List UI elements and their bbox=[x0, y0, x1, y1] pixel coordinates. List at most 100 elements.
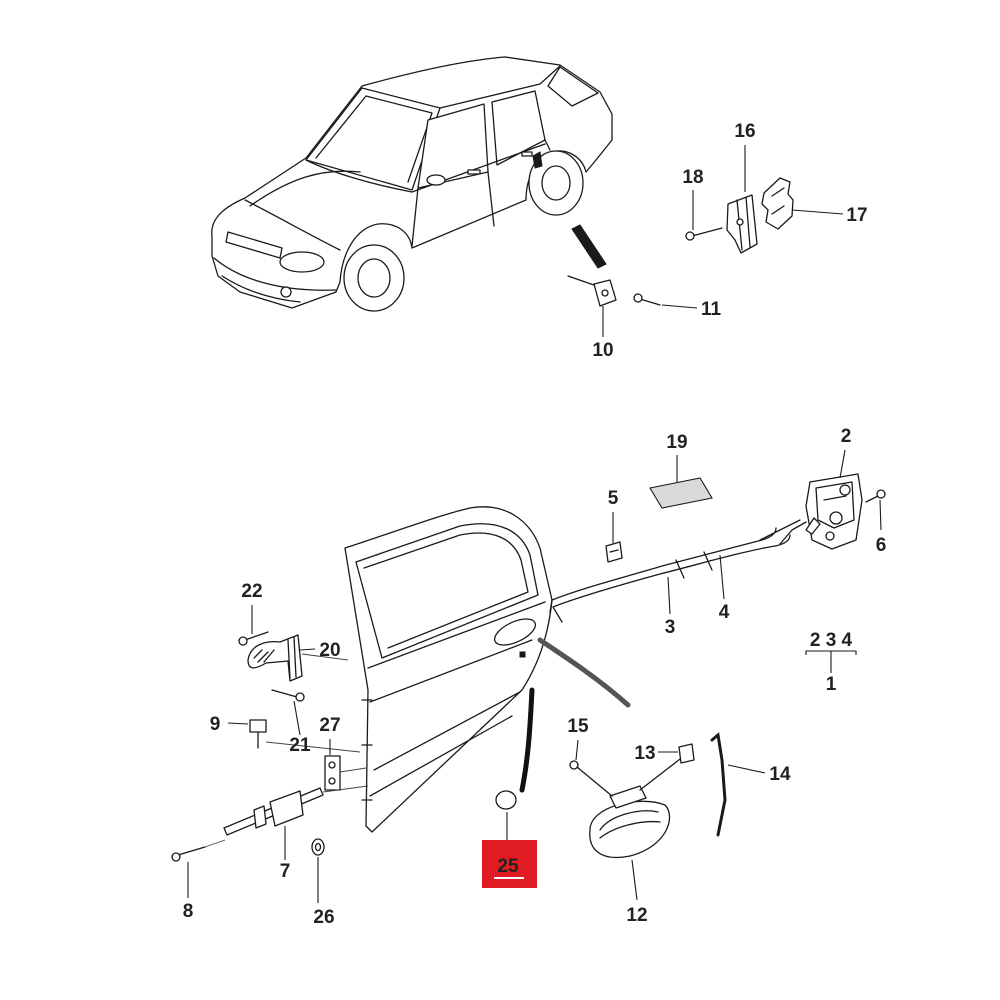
bolt-9 bbox=[249, 719, 361, 753]
bracket-27-hole-bottom bbox=[328, 777, 336, 785]
callout-26: 26 bbox=[313, 907, 334, 928]
bolt-15 bbox=[569, 760, 613, 797]
hinge-plate-17 bbox=[761, 177, 794, 230]
bolt-21 bbox=[271, 689, 305, 702]
bolt-11-head bbox=[633, 293, 643, 303]
callout-11: 11 bbox=[701, 299, 722, 320]
bolt-18-head bbox=[685, 231, 695, 241]
hinge-hole bbox=[736, 218, 744, 226]
callout-13: 13 bbox=[634, 743, 655, 764]
leader-line-4 bbox=[719, 554, 725, 600]
door-stop-hole bbox=[601, 289, 609, 297]
car-bumper bbox=[213, 257, 337, 303]
lock-link-rod bbox=[759, 519, 807, 545]
hinge-20-to-door-line bbox=[301, 653, 349, 661]
callout-2: 2 bbox=[841, 426, 852, 447]
bolt-15-head bbox=[569, 760, 579, 770]
callout-7: 7 bbox=[280, 861, 291, 882]
leader-line-6 bbox=[879, 499, 882, 531]
leader-lines bbox=[187, 145, 882, 903]
callout-22: 22 bbox=[241, 581, 262, 602]
callout-8: 8 bbox=[183, 901, 194, 922]
leader-line-9 bbox=[227, 722, 249, 725]
bolt-21-head bbox=[295, 692, 305, 702]
leader-line-2 bbox=[839, 449, 846, 479]
leader-line-20 bbox=[299, 648, 316, 651]
car-wheel-arch-part bbox=[532, 151, 543, 169]
lock-cables bbox=[549, 519, 807, 623]
lock-bracket-lines bbox=[815, 481, 855, 529]
direction-arrow-wedge bbox=[571, 224, 607, 269]
callout-10: 10 bbox=[592, 340, 613, 361]
door-stop-10 bbox=[567, 275, 617, 307]
cable-3 bbox=[552, 534, 791, 623]
cable-4 bbox=[549, 527, 777, 613]
car-grille bbox=[225, 231, 283, 259]
handle-linkage-bracket bbox=[609, 785, 647, 809]
bolt-22-shank bbox=[244, 631, 269, 641]
callout-5: 5 bbox=[608, 488, 619, 509]
nut-26-hole bbox=[314, 842, 322, 852]
bolt-15-shank bbox=[576, 766, 613, 797]
bolt-6-head bbox=[876, 489, 886, 499]
leader-line-21 bbox=[293, 700, 301, 736]
clip-5-tab bbox=[609, 549, 619, 553]
leader-line-15 bbox=[575, 739, 579, 761]
callout-18: 18 bbox=[682, 167, 703, 188]
check-strap-to-door-line bbox=[322, 785, 369, 793]
car-rear-wheel-hub bbox=[541, 165, 571, 201]
pad-19-shape bbox=[649, 477, 713, 509]
clip-13-body bbox=[678, 743, 695, 764]
bolt-11-shank bbox=[639, 298, 661, 306]
hinge-plate bbox=[761, 177, 794, 230]
lock-pivot-mid bbox=[829, 511, 843, 525]
group-label-2-3-4: 2 3 4 bbox=[810, 630, 853, 651]
callout-17: 17 bbox=[846, 205, 867, 226]
bolt-18 bbox=[685, 227, 723, 241]
outside-handle-12 bbox=[589, 755, 685, 858]
door-lock-hole bbox=[519, 651, 526, 658]
hinge-20 bbox=[247, 634, 349, 682]
leader-line-3 bbox=[667, 576, 671, 615]
car-front-door-handle bbox=[467, 169, 481, 175]
handle-link-rod bbox=[639, 755, 685, 791]
door-window-glass bbox=[363, 532, 529, 649]
handle-body bbox=[589, 800, 671, 858]
plug-25 bbox=[495, 790, 517, 810]
car-roof-edge bbox=[439, 65, 561, 109]
car-rear-window bbox=[547, 66, 599, 107]
hinge-20-hatch bbox=[253, 649, 275, 663]
callout-20: 20 bbox=[319, 640, 340, 661]
bracket-27-to-door-line bbox=[339, 767, 367, 773]
callout-27: 27 bbox=[319, 715, 340, 736]
check-strap-tab bbox=[253, 805, 267, 829]
plug-25-body bbox=[495, 790, 517, 810]
callout-1: 1 bbox=[826, 674, 837, 695]
callout-25: 25 bbox=[497, 856, 519, 877]
bolt-21-shank bbox=[271, 689, 298, 698]
callout-15: 15 bbox=[567, 716, 589, 737]
door-seal-strip bbox=[519, 687, 535, 793]
pad-19 bbox=[649, 477, 713, 509]
leader-line-14 bbox=[727, 764, 766, 774]
car-door-lines bbox=[411, 139, 551, 247]
clip-5-body bbox=[605, 541, 623, 563]
highlight-box-25 bbox=[482, 840, 537, 888]
group-bracket bbox=[805, 650, 857, 673]
bolt-9-head bbox=[249, 719, 267, 733]
nut-26 bbox=[311, 838, 325, 856]
door-crease-lines bbox=[369, 639, 533, 797]
lock-pivot-low bbox=[825, 531, 835, 541]
bolt-22 bbox=[238, 631, 269, 646]
callout-4: 4 bbox=[719, 602, 730, 623]
leader-line-12 bbox=[631, 859, 638, 901]
bracket-27-hole-top bbox=[328, 761, 336, 769]
lock-pivot-top bbox=[839, 484, 851, 496]
rod-14 bbox=[710, 732, 727, 837]
bracket-27-plate bbox=[324, 755, 341, 791]
car-hood-lines bbox=[244, 159, 413, 251]
check-strap-bracket bbox=[269, 790, 304, 827]
handle-grip-lines bbox=[599, 810, 661, 839]
lock-lever bbox=[805, 517, 821, 535]
callout-3: 3 bbox=[665, 617, 676, 638]
